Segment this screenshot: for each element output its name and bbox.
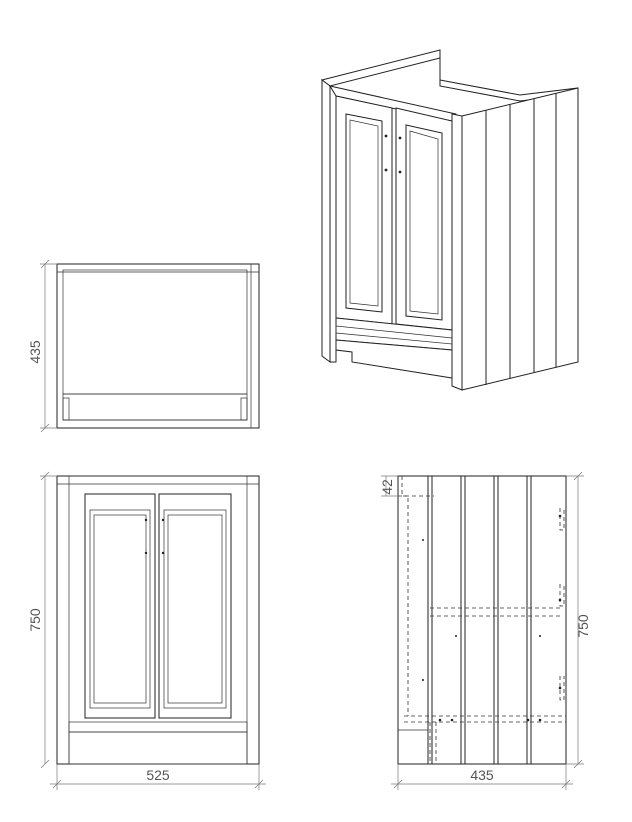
side-offset-label: 42 xyxy=(379,479,395,495)
front-height-dim-line xyxy=(40,471,57,769)
front-view: 750 525 xyxy=(27,471,266,790)
front-width-dim-line xyxy=(50,764,266,790)
side-height-dim-line xyxy=(566,471,584,769)
side-offset-dim-line xyxy=(381,475,398,497)
side-height-label: 750 xyxy=(575,614,591,638)
front-width-label: 525 xyxy=(146,767,170,783)
top-depth-label: 435 xyxy=(27,340,43,364)
top-view-dim-line xyxy=(40,259,57,433)
top-view: 435 xyxy=(27,259,260,433)
isometric-view xyxy=(320,49,579,391)
front-height-label: 750 xyxy=(27,608,43,632)
side-depth-label: 435 xyxy=(470,767,494,783)
side-view: 42 750 435 xyxy=(379,471,591,790)
side-depth-dim-line xyxy=(391,764,573,790)
